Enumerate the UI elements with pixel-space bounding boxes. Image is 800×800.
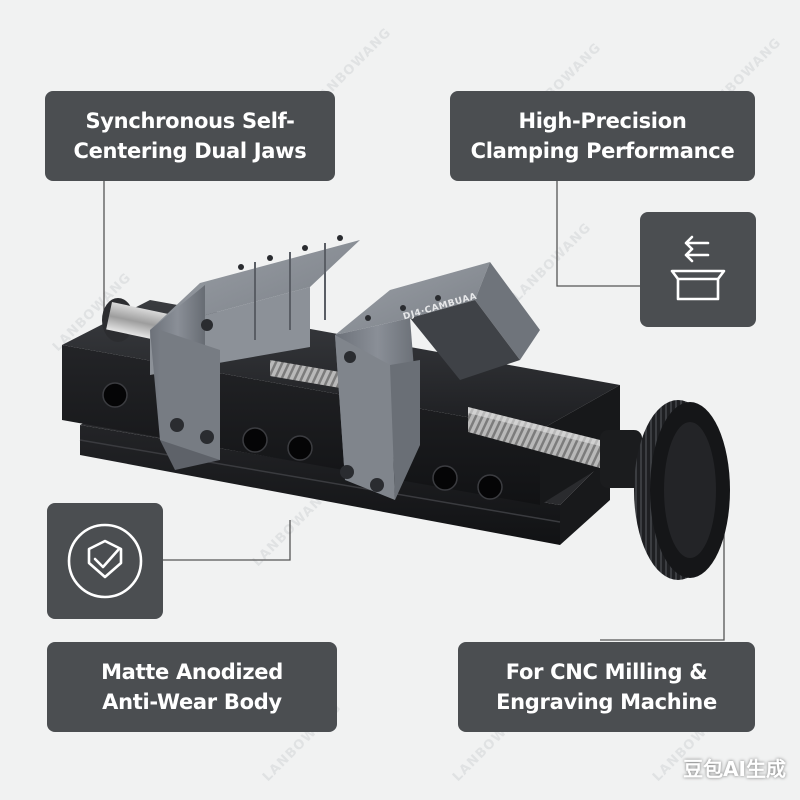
right-jaw	[335, 262, 540, 500]
callout-self-centering-jaws: Synchronous Self- Centering Dual Jaws	[45, 91, 335, 181]
callout-high-precision: High-Precision Clamping Performance	[450, 91, 755, 181]
callout-cnc-milling: For CNC Milling & Engraving Machine	[458, 642, 755, 732]
callout-line: For CNC Milling &	[505, 660, 708, 684]
left-jaw	[150, 235, 360, 470]
callout-line: High-Precision	[518, 109, 687, 133]
ai-generated-watermark: 豆包AI生成	[683, 757, 786, 781]
clamp-transfer-icon-box	[640, 212, 756, 327]
callout-matte-anodized: Matte Anodized Anti-Wear Body	[47, 642, 337, 732]
callout-line: Centering Dual Jaws	[73, 139, 307, 163]
callout-line: Anti-Wear Body	[102, 690, 282, 714]
callout-line: Engraving Machine	[496, 690, 717, 714]
shield-check-icon	[67, 523, 143, 599]
shield-check-icon-box	[47, 503, 163, 619]
callout-line: Clamping Performance	[470, 139, 735, 163]
clamp-transfer-icon	[670, 235, 726, 300]
callout-line: Synchronous Self-	[85, 109, 295, 133]
callout-line: Matte Anodized	[101, 660, 283, 684]
